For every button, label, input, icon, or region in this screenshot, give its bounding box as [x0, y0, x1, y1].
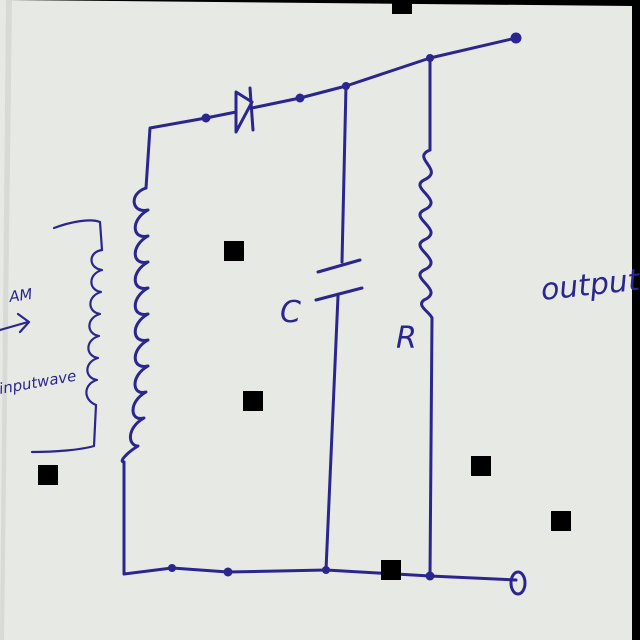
diode-wire-in [204, 110, 238, 120]
redaction-square [243, 391, 263, 411]
secondary-coil [120, 186, 150, 464]
resistor-lead-bottom [428, 316, 434, 578]
capacitor-lead-bottom [324, 294, 340, 572]
capacitor-lead-top [340, 84, 348, 264]
redaction-square [38, 465, 58, 485]
output-terminal-bottom [509, 570, 527, 596]
input-label-top: AM [7, 285, 34, 306]
diode-body [234, 90, 254, 134]
redaction-square [551, 511, 571, 531]
resistor-icon [418, 56, 434, 578]
top-rail [298, 36, 518, 100]
redaction-square [471, 456, 491, 476]
redaction-square [392, 0, 412, 14]
capacitor-label: C [280, 295, 301, 330]
redaction-square [381, 560, 401, 580]
wire-secondary-up [144, 116, 208, 190]
resistor-label: R [396, 321, 417, 356]
diode-icon [204, 86, 302, 134]
bottom-rail [122, 566, 518, 582]
capacitor-plate-top [316, 258, 362, 274]
paper-shadow [0, 0, 12, 640]
node-dot [168, 564, 176, 572]
node-dot [223, 567, 233, 577]
primary-bottom-lead [30, 403, 98, 454]
node-dot [425, 571, 435, 581]
transformer-icon [30, 186, 150, 464]
node-dot [322, 566, 330, 574]
primary-top-lead [52, 219, 104, 252]
input-arrow-icon [0, 312, 31, 334]
capacitor-plate-bottom [314, 286, 364, 302]
redaction-square [224, 241, 244, 261]
diode-wire-out [250, 96, 302, 110]
output-terminal-top [510, 32, 522, 44]
primary-coil [85, 248, 104, 407]
resistor-zigzag [418, 148, 434, 320]
capacitor-icon [314, 84, 364, 572]
